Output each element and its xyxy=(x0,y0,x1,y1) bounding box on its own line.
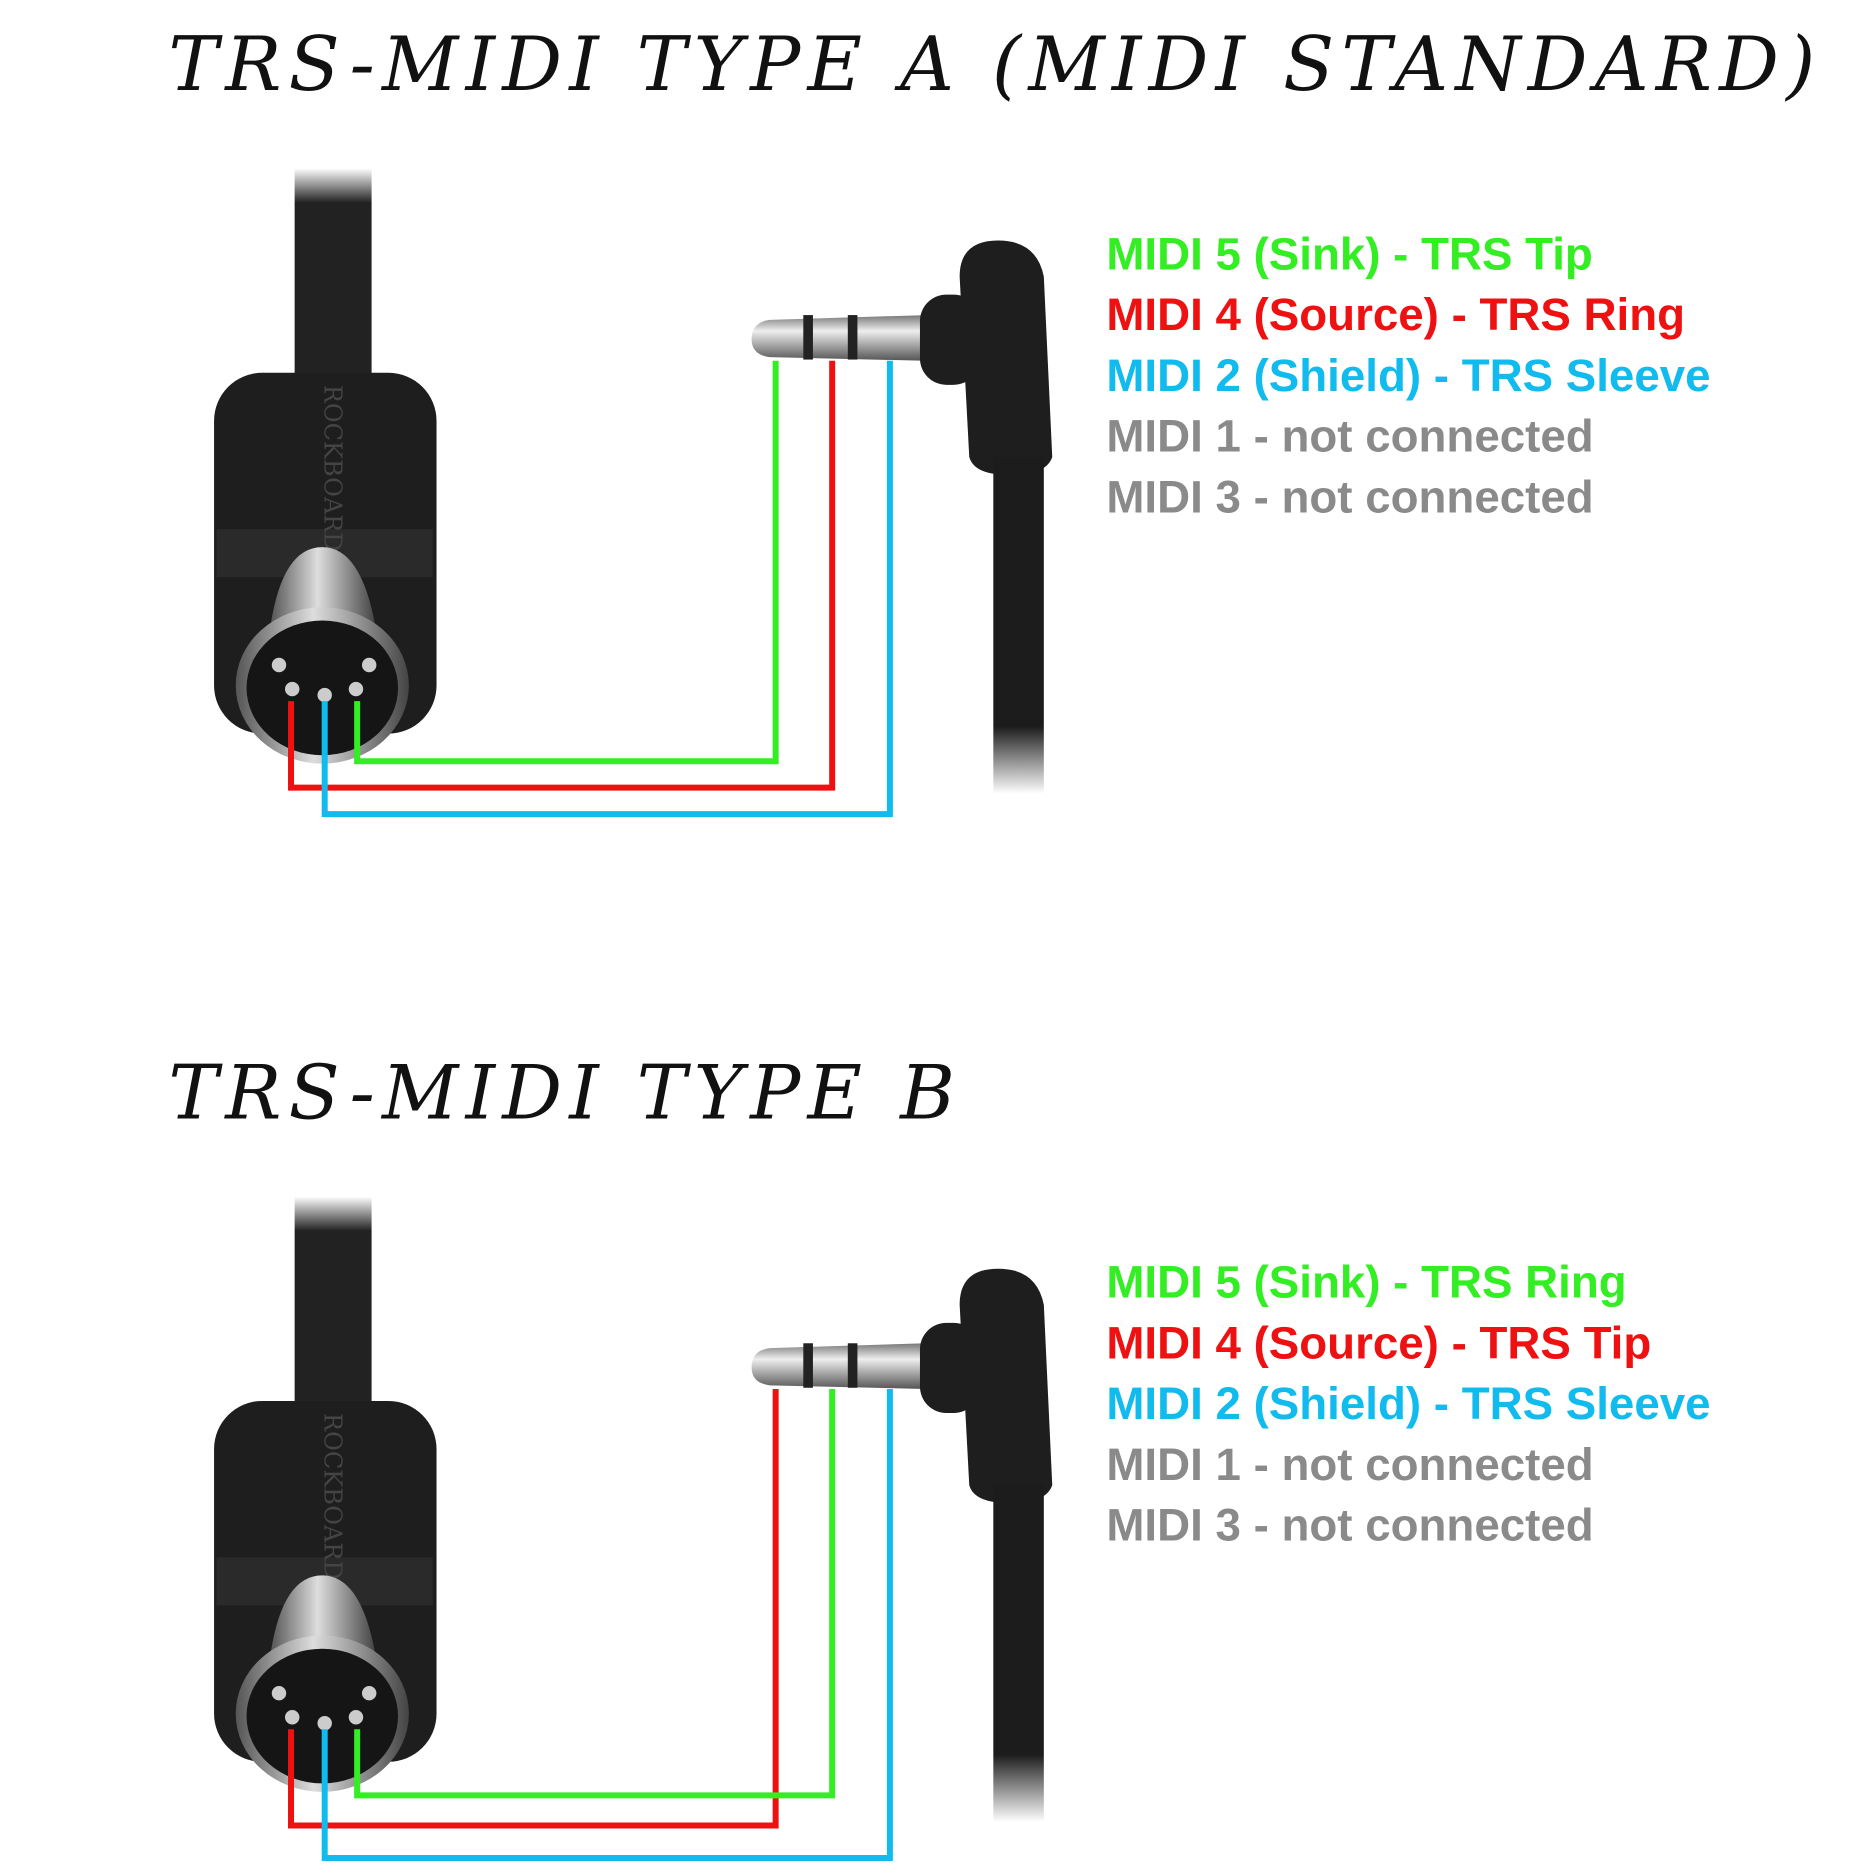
pin-label: MIDI 3 - not connected xyxy=(1106,1499,1593,1550)
section-title: TRS-MIDI TYPE B xyxy=(168,1049,962,1136)
pin-label: MIDI 5 (Sink) - TRS Tip xyxy=(1106,228,1593,279)
midi-din-connector: ROCKBOARD xyxy=(214,168,437,764)
pin-label: MIDI 2 (Shield) - TRS Sleeve xyxy=(1106,350,1710,401)
wire-shield xyxy=(321,1388,893,1861)
wire-sink xyxy=(354,360,779,765)
din-pin xyxy=(285,1710,300,1725)
pin-label: MIDI 1 - not connected xyxy=(1106,1439,1593,1490)
section-title: TRS-MIDI TYPE A (MIDI STANDARD) xyxy=(168,21,1822,108)
din-pin xyxy=(348,1710,364,1725)
section-type-b: TRS-MIDI TYPE B ROCKBOARD MIDI 5 (Sink) - … xyxy=(168,1049,1711,1861)
pin-label: MIDI 4 (Source) - TRS Tip xyxy=(1106,1317,1651,1368)
din-pin xyxy=(271,657,287,673)
section-type-a: TRS-MIDI TYPE A (MIDI STANDARD) ROCKBOARD… xyxy=(168,21,1822,818)
din-pin xyxy=(361,1685,377,1701)
din-pin xyxy=(348,681,364,697)
wire-source xyxy=(288,1388,779,1829)
din-pin xyxy=(317,1716,332,1731)
din-pin xyxy=(271,1685,287,1701)
pin-label: MIDI 3 - not connected xyxy=(1106,471,1593,522)
pin-label: MIDI 2 (Shield) - TRS Sleeve xyxy=(1106,1378,1710,1429)
pin-label: MIDI 1 - not connected xyxy=(1106,411,1593,462)
wire-source xyxy=(288,360,836,791)
connector-logo: ROCKBOARD xyxy=(319,385,347,552)
wire-sink xyxy=(354,1388,836,1799)
midi-din-connector: ROCKBOARD xyxy=(214,1196,437,1792)
pin-label: MIDI 5 (Sink) - TRS Ring xyxy=(1106,1257,1626,1308)
connector-logo: ROCKBOARD xyxy=(319,1413,347,1580)
din-pin xyxy=(361,657,377,673)
wire-shield xyxy=(321,360,893,818)
din-pin xyxy=(317,687,332,703)
trs-plug xyxy=(751,240,1053,794)
trs-plug xyxy=(751,1268,1053,1822)
din-pin xyxy=(285,681,300,697)
pin-label: MIDI 4 (Source) - TRS Ring xyxy=(1106,289,1685,340)
